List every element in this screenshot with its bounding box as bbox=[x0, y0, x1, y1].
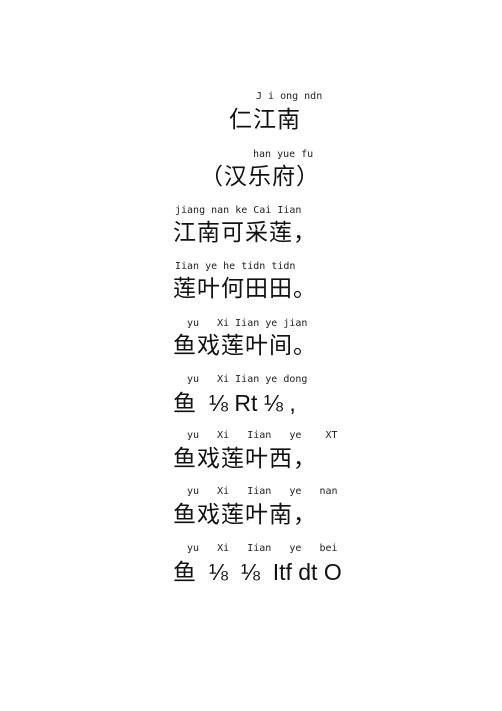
line-6-text: 鱼戏莲叶南， bbox=[173, 502, 317, 528]
line-2-text: 莲叶何田田。 bbox=[173, 276, 317, 302]
line-5-pinyin: yu Xi Iian ye XT bbox=[187, 430, 338, 441]
line-1-text: 江南可采莲， bbox=[173, 220, 317, 246]
line-2-pinyin: Iian ye he tidn tidn bbox=[175, 261, 296, 272]
line-4-text: 鱼 ⅛ Rt ⅛ , bbox=[173, 390, 296, 416]
line-4-pinyin: yu Xi Iian ye dong bbox=[187, 374, 308, 385]
line-3-text: 鱼戏莲叶间。 bbox=[173, 333, 317, 359]
poem-title: 仁江南 bbox=[229, 107, 301, 133]
source-pinyin: han yue fu bbox=[253, 149, 314, 160]
line-1-pinyin: jiang nan ke Cai Iian bbox=[175, 205, 302, 216]
title-pinyin: J i ong ndn bbox=[256, 91, 323, 102]
line-7-text: 鱼 ⅛ ⅛ Itf dt O bbox=[173, 559, 342, 585]
line-3-pinyin: yu Xi Iian ye jian bbox=[187, 318, 308, 329]
line-5-text: 鱼戏莲叶西， bbox=[173, 446, 317, 472]
poem-source: （汉乐府） bbox=[200, 164, 320, 190]
line-7-pinyin: yu Xi Iian ye bei bbox=[187, 543, 338, 554]
line-6-pinyin: yu Xi Iian ye nan bbox=[187, 486, 338, 497]
